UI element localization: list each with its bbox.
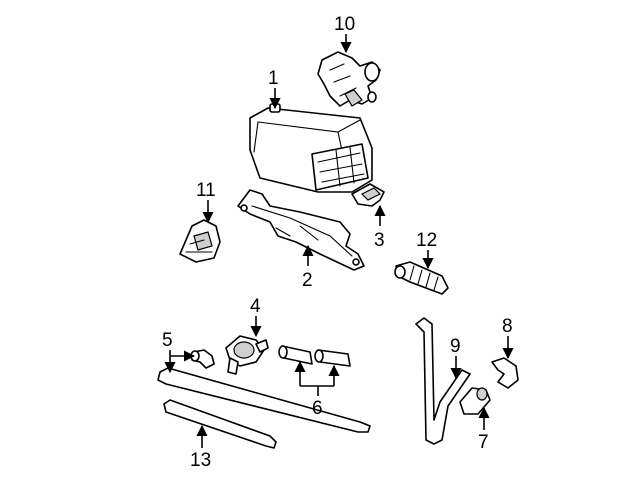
callout-7: 7 — [478, 432, 489, 453]
callout-10: 10 — [334, 14, 355, 35]
callout-13: 13 — [190, 450, 211, 471]
part-12-sensor — [394, 261, 449, 295]
part-11-bracket — [179, 219, 221, 263]
callout-4: 4 — [250, 296, 261, 317]
callout-9: 9 — [450, 336, 461, 357]
callout-5: 5 — [162, 330, 173, 351]
part-4-valve — [225, 335, 269, 375]
part-13-tube — [163, 399, 277, 449]
part-7-connector — [459, 387, 491, 415]
part-6-hoses — [278, 345, 351, 367]
part-5-tube — [157, 367, 371, 433]
callout-1: 1 — [268, 68, 279, 89]
part-2-canister-bracket — [237, 189, 365, 271]
callout-labels: 10 1 11 3 12 2 4 8 5 9 6 7 13 — [162, 14, 513, 471]
callout-11: 11 — [196, 180, 216, 201]
callout-2: 2 — [302, 270, 313, 291]
part-8-hose — [491, 357, 519, 389]
callout-3: 3 — [374, 230, 385, 251]
part-10-purge-valve — [317, 51, 381, 107]
part-5-elbow-hose — [190, 349, 215, 369]
part-9-tube — [415, 317, 471, 445]
part-1-vapor-canister — [249, 103, 373, 193]
callout-12: 12 — [416, 230, 437, 251]
part-3-clip — [351, 183, 385, 207]
callout-8: 8 — [502, 316, 513, 337]
leader-lines — [164, 34, 514, 448]
callout-6: 6 — [312, 398, 323, 419]
